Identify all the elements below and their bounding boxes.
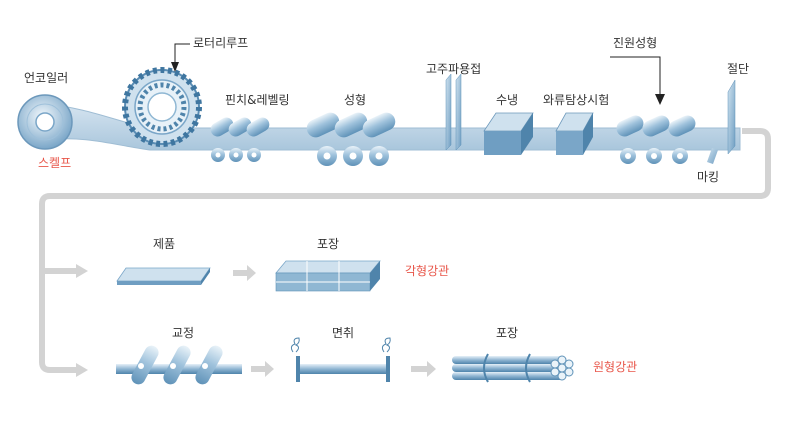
cutting-blade (727, 79, 736, 155)
product-label: 제품 (153, 237, 176, 251)
uncoiler-coil (17, 94, 73, 150)
arrow-to-square-packing (233, 265, 256, 281)
marking-label: 마킹 (697, 170, 720, 184)
pinch-leveling-label: 핀치&레벨링 (225, 93, 290, 107)
arrow-to-facing (251, 361, 274, 377)
skelp-label: 스켈프 (38, 156, 72, 170)
pinch-leveling-rolls (210, 117, 270, 162)
hf-welding-label: 고주파용접 (426, 62, 482, 76)
hf-welding-unit (445, 73, 462, 151)
square-pipe-bundle (275, 260, 381, 292)
rotary-loop-label: 로터리루프 (193, 36, 249, 50)
cutting-label: 절단 (727, 62, 750, 76)
uncoiler-label: 언코일러 (24, 71, 69, 85)
arrow-to-round-packing (411, 361, 436, 377)
facing-pipe (290, 337, 391, 382)
flow-connector (39, 128, 771, 377)
eddy-current-tester (555, 112, 594, 155)
rotary-loop-drum (122, 67, 202, 147)
marking-tool (707, 148, 718, 164)
square-packing-label: 포장 (317, 237, 340, 251)
forming-label: 성형 (344, 93, 367, 107)
callout-arrows (171, 43, 665, 105)
round-packing-label: 포장 (496, 326, 519, 340)
forming-rolls (306, 112, 396, 166)
sizing-rolls (616, 115, 696, 164)
straightening-rolls (116, 345, 242, 385)
facing-label: 면취 (332, 326, 355, 340)
water-cooling-box (483, 112, 534, 155)
sizing-label: 진원성형 (613, 36, 658, 50)
straightening-label: 교정 (172, 326, 195, 340)
water-cooling-label: 수냉 (496, 93, 519, 107)
round-pipe-bundle (452, 353, 574, 383)
eddy-current-label: 와류탐상시험 (543, 93, 610, 107)
square-pipe-label: 각형강관 (405, 264, 450, 278)
square-product-bar (116, 267, 211, 285)
round-pipe-label: 원형강관 (593, 360, 638, 374)
